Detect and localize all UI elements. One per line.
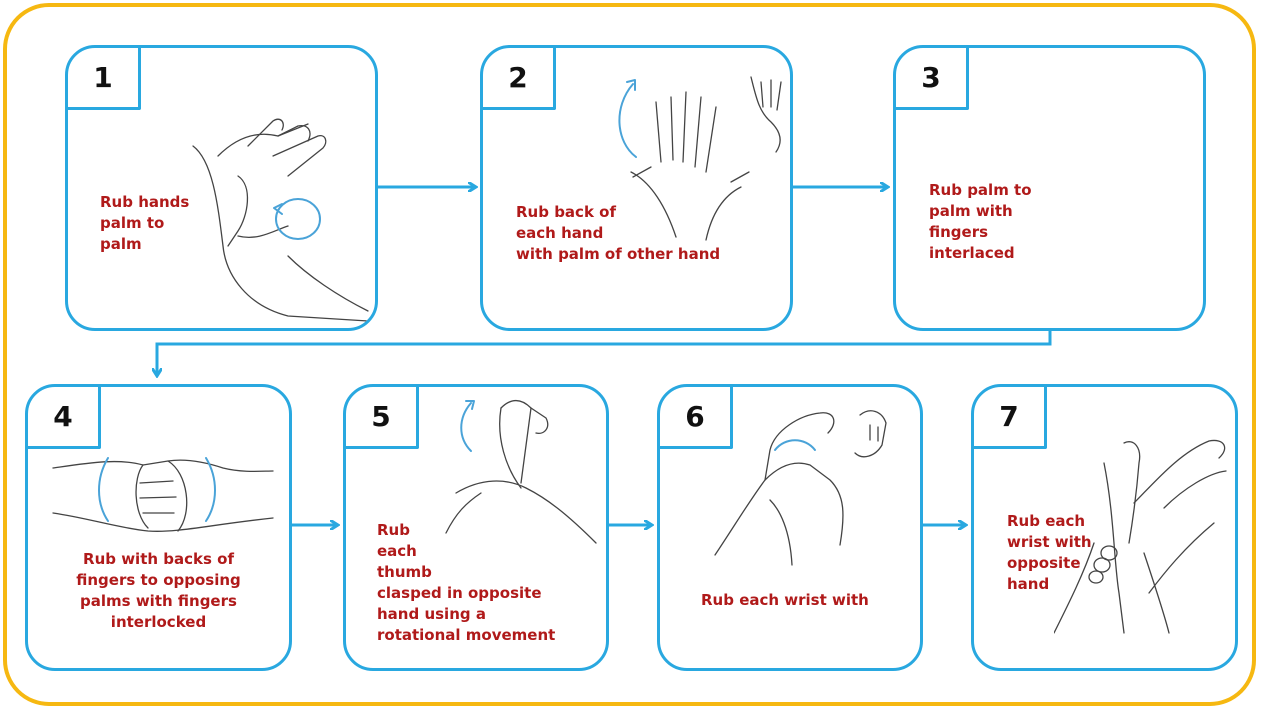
hands-palm-to-palm-icon bbox=[192, 118, 369, 322]
arrow-3-to-4 bbox=[157, 328, 1052, 374]
step-text: Rub each wrist with bbox=[701, 591, 869, 609]
step-number: 5 bbox=[346, 387, 419, 449]
step-card-6: 6 Rub each wrist with bbox=[657, 384, 923, 671]
wrist-rub-icon bbox=[1054, 439, 1227, 634]
fingertips-on-palm-icon bbox=[714, 410, 887, 566]
step-text: Rub hands palm to palm bbox=[100, 193, 190, 253]
step-card-4: 4 Rub with backs of fingers to opposing … bbox=[25, 384, 292, 671]
step-text: Rub each wrist with opposite hand bbox=[1007, 512, 1092, 593]
back-of-hands-icon bbox=[618, 76, 782, 241]
step-text: Rub back of each hand with palm of other… bbox=[516, 203, 721, 263]
step-card-5: 5 Rub each thumb clasped in opposite han… bbox=[343, 384, 609, 671]
step-number: 2 bbox=[483, 48, 556, 110]
step-text: Rub palm to palm with fingers interlaced bbox=[929, 181, 1032, 262]
step-card-1: 1 Rub hands palm to palm bbox=[65, 45, 378, 331]
step-number: 4 bbox=[28, 387, 101, 449]
step-card-7: 7 Rub each wrist with opposite hand bbox=[971, 384, 1238, 671]
step-card-2: 2 Rub back of each hand with palm of oth… bbox=[480, 45, 793, 331]
step-number: 6 bbox=[660, 387, 733, 449]
step-card-3: 3 Rub palm to palm with fingers interlac… bbox=[893, 45, 1206, 331]
outer-frame bbox=[3, 3, 1256, 706]
interlocked-fingers-icon bbox=[52, 457, 274, 532]
thumb-rotation-icon bbox=[445, 399, 597, 544]
step-number: 7 bbox=[974, 387, 1047, 449]
step-text: Rub with backs of fingers to opposing pa… bbox=[76, 550, 241, 631]
step-number: 1 bbox=[68, 48, 141, 110]
step-number: 3 bbox=[896, 48, 969, 110]
step-text: Rub each thumb clasped in opposite hand … bbox=[377, 521, 556, 644]
